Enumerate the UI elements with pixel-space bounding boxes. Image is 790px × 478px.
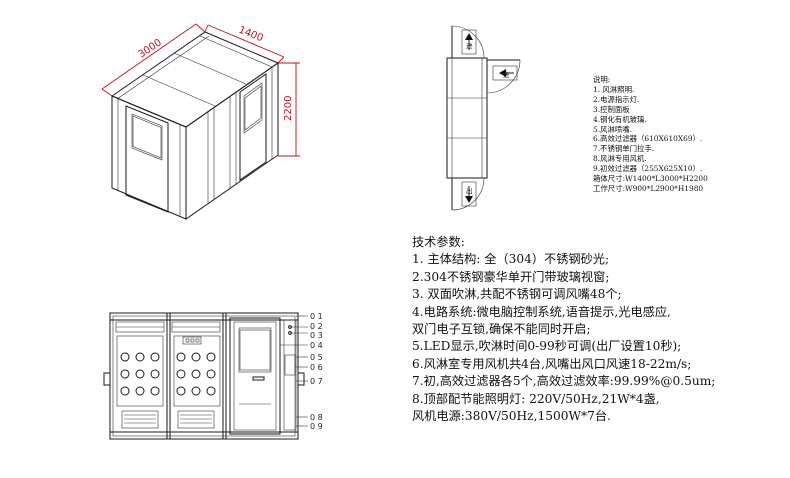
spec-line: 1. 主体结构: 全（304）不锈钢砂光; (412, 252, 610, 267)
callout-3: 0 3 (310, 331, 323, 340)
spec-line: 5.LED显示,吹淋时间0-99秒可调(出厂设置10秒); (412, 339, 682, 354)
height-dimension-label: 2200 (283, 96, 294, 121)
callout-2: 0 2 (310, 322, 323, 331)
length-dimension-label: 3000 (137, 37, 164, 60)
legend-notes: 说明: 1. 风淋照明. 2.电源指示灯. 3.控制面板 4.钢化有机玻璃. 5… (593, 75, 708, 194)
entry-arrow-label: 进 (466, 42, 473, 50)
work-size: 工作尺寸:W900*L2900*H1980 (593, 183, 704, 193)
callout-7: 0 7 (310, 377, 323, 386)
nozzle-grid-middle (176, 352, 216, 396)
callout-5: 0 5 (310, 353, 323, 362)
spec-line: 2.304不锈钢豪华单开门带玻璃视窗; (412, 269, 610, 284)
note-item: 3.控制面板 (593, 104, 630, 114)
note-item: 7.不锈钢单门拉手. (593, 144, 655, 154)
spec-line: 4.电路系统:微电脑控制系统,语音提示,光电感应, (412, 304, 671, 319)
side-arrow-label: 进 (503, 71, 510, 79)
width-dimension-label: 1400 (237, 25, 265, 45)
notes-title: 说明: (593, 75, 611, 84)
note-item: 1. 风淋照明. (593, 84, 635, 94)
spec-line: 7.初,高效过滤器各5个,高效过滤效率:99.99%@0.5um; (412, 374, 716, 389)
note-item: 5.风淋喷嘴. (593, 124, 632, 134)
callout-6: 0 6 (310, 363, 323, 372)
spec-line: 6.风淋室专用风机共4台,风嘴出风口风速18-22m/s; (412, 356, 692, 371)
note-item: 6.高效过滤器（610X610X69）. (593, 134, 703, 144)
nozzle-grid-left (120, 352, 160, 396)
callout-4: 0 4 (310, 341, 323, 350)
technical-specs: 技术参数: 1. 主体结构: 全（304）不锈钢砂光; 2.304不锈钢豪华单开… (412, 234, 715, 425)
callout-lines (280, 315, 308, 427)
spec-line: 风机电源:380V/50Hz,1500W*7台. (412, 409, 611, 424)
note-item: 8.风淋专用风机. (593, 154, 647, 164)
callout-9: 0 9 (310, 422, 323, 431)
note-item: 4.钢化有机玻璃. (593, 114, 647, 124)
spec-line: 3. 双面吹淋,共配不锈钢可调风嘴48个; (412, 287, 622, 302)
note-item: 2.电源指示灯. (593, 94, 640, 104)
plan-view: 进 进 出 (446, 25, 521, 211)
spec-line: 8.顶部配节能照明灯: 220V/50Hz,21W*4盏, (412, 391, 660, 406)
note-item: 9.初效过滤器（255X625X10）. (593, 164, 703, 174)
specs-title: 技术参数: (412, 235, 465, 249)
spec-line: 双门电子互锁,确保不能同时开启; (412, 322, 591, 337)
exit-arrow-label: 出 (466, 186, 473, 195)
front-elevation (103, 312, 305, 440)
callout-1: 0 1 (310, 312, 323, 321)
callout-labels: 0 1 0 2 0 3 0 4 0 5 0 6 0 7 0 8 0 9 (310, 312, 323, 431)
isometric-view (110, 31, 280, 220)
box-size: 箱体尺寸:W1400*L3000*H2200 (593, 174, 708, 184)
callout-8: 0 8 (310, 413, 323, 422)
